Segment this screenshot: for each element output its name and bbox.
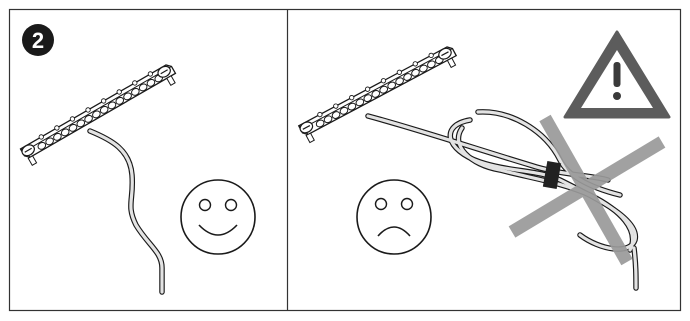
sad-face — [356, 179, 432, 255]
panel-incorrect — [296, 30, 671, 291]
panel-correct: 2 — [18, 24, 256, 295]
straight-cable — [87, 128, 165, 295]
coiled-cable — [365, 109, 639, 291]
step-number: 2 — [32, 28, 44, 53]
step-badge: 2 — [22, 24, 54, 56]
smiley-face — [180, 179, 256, 255]
cross-out-icon — [508, 114, 666, 266]
warning-triangle-icon — [563, 30, 671, 119]
cable-tie — [542, 160, 562, 190]
figure-frame — [8, 8, 682, 312]
